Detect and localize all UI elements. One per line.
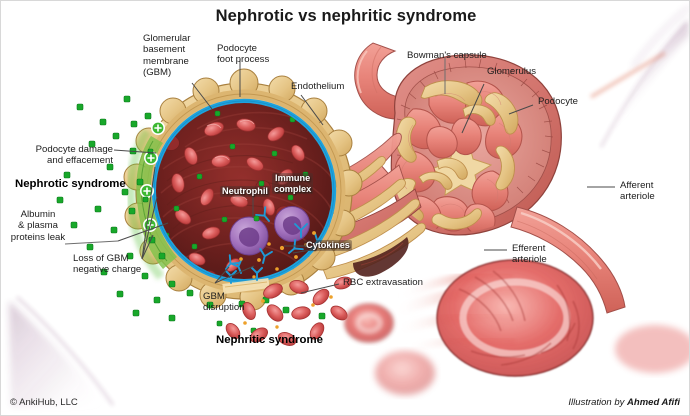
efferent-arteriole-vessel <box>510 206 626 314</box>
label-immune-complex: Immune complex <box>272 173 314 195</box>
neutrophils <box>229 206 310 256</box>
label-efferent-arteriole: Efferent arteriole <box>512 243 547 266</box>
extravasated-rbc-granules <box>243 295 333 329</box>
credit-prefix: Illustration by <box>568 397 628 408</box>
label-bowmans-capsule: Bowman's capsule <box>407 50 487 61</box>
leader-podocyte-damage <box>113 149 157 154</box>
capillary-cross-section <box>123 68 363 311</box>
label-albumin-leak: Albumin & plasma proteins leak <box>10 209 66 243</box>
leader-endothelium <box>300 94 324 126</box>
leader-gbm-disruption-b <box>214 265 255 284</box>
leader-loss-charge-a <box>141 234 154 260</box>
leader-cytokines2 <box>292 248 318 254</box>
figure-title: Nephrotic vs nephritic syndrome <box>215 7 477 25</box>
illustration-credit: Illustration by Ahmed Afifi <box>568 397 680 408</box>
extravasated-rbcs <box>225 276 352 346</box>
glomerular-tuft <box>394 80 523 233</box>
label-cytokines: Cytokines <box>304 240 352 251</box>
gbm-disruption <box>222 267 270 294</box>
label-podocyte-damage: Podocyte damage and effacement <box>35 144 113 167</box>
label-podocyte: Podocyte <box>538 96 579 107</box>
leader-loss-charge-b <box>141 196 158 260</box>
label-gbm-disruption: GBM disruption <box>203 291 245 314</box>
leader-rbc-extravasation <box>300 283 340 294</box>
copyright-notice: © AnkiHub, LLC <box>10 397 78 408</box>
leader-gbm-disruption-a <box>214 266 230 284</box>
leader-albumin-leak2 <box>117 222 169 242</box>
label-afferent-arteriole: Afferent arteriole <box>620 180 655 203</box>
background-wash <box>9 5 689 407</box>
label-loss-of-charge: Loss of GBM negative charge <box>73 253 142 276</box>
label-glomerulus: Glomerulus <box>487 66 537 77</box>
label-nephrotic-syndrome: Nephrotic syndrome <box>15 178 126 190</box>
leader-podocyte-right <box>508 104 534 115</box>
label-neutrophil: Neutrophil <box>220 186 270 197</box>
foreground-rbcs <box>344 259 689 395</box>
leader-albumin-leak <box>64 240 119 245</box>
label-rbc-extravasation: RBC extravasation <box>343 277 423 288</box>
gbm-charge-markers <box>140 121 165 232</box>
leader-loss-charge-c <box>141 166 156 260</box>
renal-corpuscle-diagram <box>300 42 626 314</box>
leader-glomerulus <box>461 83 485 134</box>
label-podocyte-foot-process: Podocyte foot process <box>217 43 270 66</box>
label-gbm: Glomerular basement membrane (GBM) <box>143 33 191 79</box>
credit-artist: Ahmed Afifi <box>627 397 680 408</box>
label-nephritic-syndrome: Nephritic syndrome <box>216 334 323 346</box>
leader-lines <box>64 58 615 294</box>
afferent-arteriole-vessel <box>354 42 400 120</box>
label-endothelium: Endothelium <box>291 81 345 92</box>
leader-gbm <box>191 82 213 110</box>
